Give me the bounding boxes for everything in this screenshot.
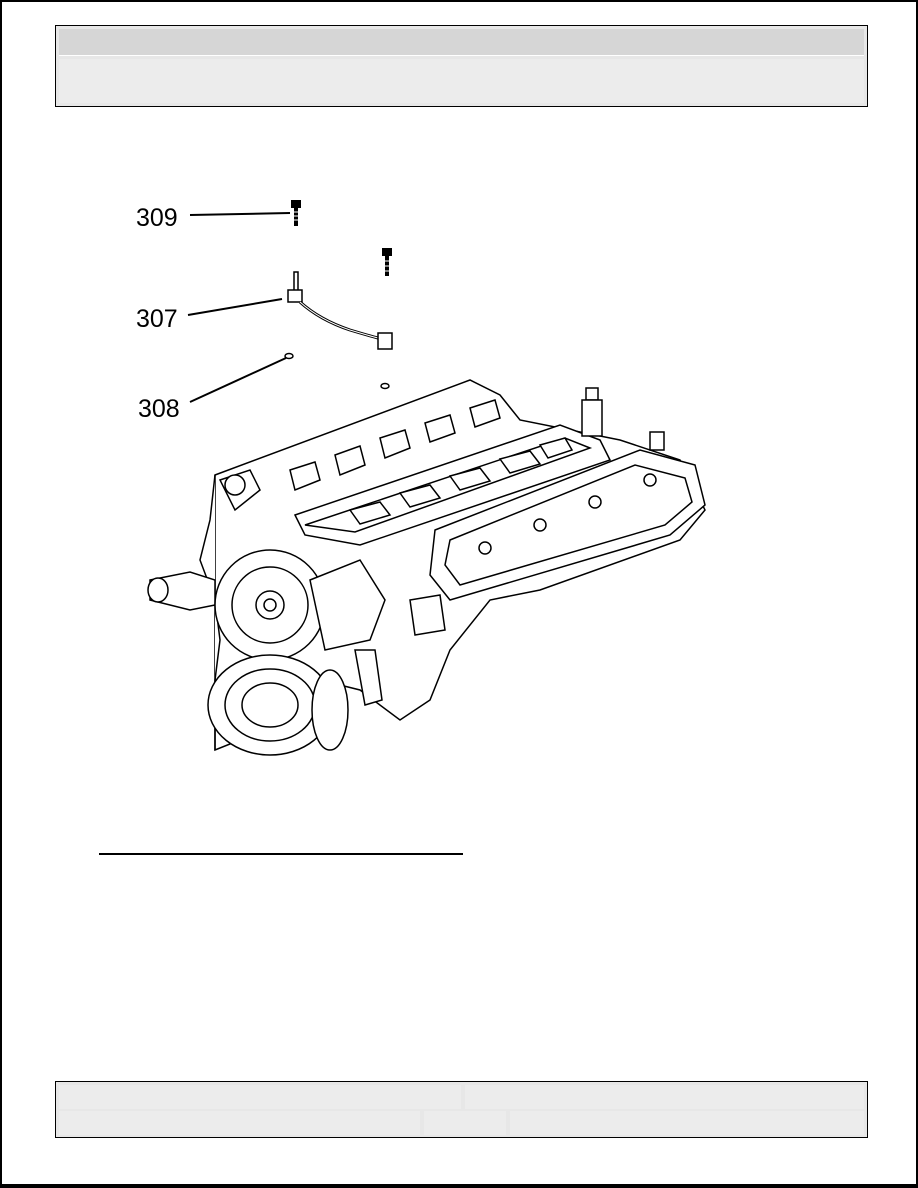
section-divider <box>99 853 463 855</box>
footer-cell-top-left <box>59 1085 461 1109</box>
engine-illustration: 309 307 308 <box>120 180 720 760</box>
callout-309-leader <box>189 212 291 216</box>
header-title-row <box>59 29 864 56</box>
footer-cell-bottom-right <box>510 1111 864 1135</box>
engine-block <box>147 379 706 756</box>
o-ring-308-icon <box>284 352 390 390</box>
footer-box <box>55 1081 868 1138</box>
engine-illustration-svg: 309 307 308 <box>136 200 706 756</box>
footer-cell-bottom-middle <box>424 1111 506 1135</box>
callout-307-label: 307 <box>136 305 178 333</box>
callout-307-leader <box>187 298 283 316</box>
callout-308-leader <box>189 357 287 403</box>
callout-309-label: 309 <box>136 204 178 232</box>
callout-308-label: 308 <box>138 395 180 423</box>
header-subtitle-row <box>59 59 864 103</box>
footer-cell-bottom-left <box>59 1111 420 1135</box>
bolt-icon <box>382 248 392 276</box>
header-box <box>55 25 868 107</box>
footer-cell-top-right <box>465 1085 864 1109</box>
sensor-307-icon <box>287 271 393 350</box>
bolt-309-icon <box>291 200 301 226</box>
